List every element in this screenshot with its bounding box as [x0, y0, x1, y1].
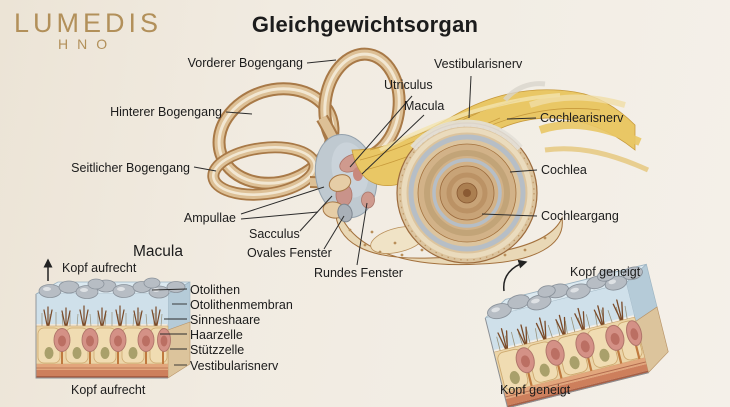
leader-vestibularisnerv	[468, 75, 472, 119]
leader-vorderer-bogengang	[306, 59, 337, 64]
ampulla-bulb	[328, 174, 352, 192]
cochlear-nerve-wisps	[503, 81, 650, 173]
leader-seitlicher-bogengang	[193, 166, 217, 172]
label-stuetzzelle: Stützzelle	[190, 343, 245, 357]
label-kopf-aufrecht-arrow: Kopf aufrecht	[62, 261, 137, 275]
label-haarzelle: Haarzelle	[190, 328, 243, 342]
label-cochlea: Cochlea	[541, 163, 587, 177]
label-seitlicher-bogengang: Seitlicher Bogengang	[71, 161, 190, 175]
leader-cochleargang	[481, 213, 538, 217]
label-vestibularisnerv: Vestibularisnerv	[434, 57, 523, 71]
label-cochlearisnerv: Cochlearisnerv	[540, 111, 624, 125]
label-sinneshaare: Sinneshaare	[190, 313, 261, 327]
leader-rundes-fenster	[356, 202, 368, 266]
label-rundes-fenster: Rundes Fenster	[314, 266, 403, 280]
macula-box-upright	[35, 277, 191, 380]
head-tilted-arrow-icon	[503, 259, 528, 292]
leader-ampullae-2	[240, 211, 319, 220]
label-ovales-fenster: Ovales Fenster	[247, 246, 332, 260]
leader-macula	[361, 114, 425, 175]
label-otolithen: Otolithen	[190, 283, 241, 297]
logo-brand: LUMEDIS	[14, 8, 163, 38]
label-vestibularisnerv-layer: Vestibularisnerv	[190, 359, 279, 373]
label-ampullae: Ampullae	[183, 211, 236, 225]
label-macula: Macula	[404, 99, 445, 113]
label-kopf-geneigt-arrow: Kopf geneigt	[570, 265, 641, 279]
label-sacculus: Sacculus	[249, 227, 300, 241]
label-otolithenmembran: Otolithenmembran	[190, 298, 293, 312]
leader-ampullae-1	[240, 186, 325, 215]
logo-dept: HNO	[58, 36, 117, 52]
leader-cochlearisnerv	[506, 117, 537, 120]
label-vorderer-bogengang: Vorderer Bogengang	[187, 56, 303, 70]
cochlea-spiral	[396, 119, 538, 264]
label-cochleargang: Cochleargang	[541, 209, 619, 223]
label-utriculus: Utriculus	[384, 78, 433, 92]
leader-cochlea	[509, 169, 538, 173]
layer-leader-lines	[151, 288, 188, 366]
leader-utriculus	[349, 95, 413, 168]
lumedis-logo: LUMEDIS HNO	[14, 8, 162, 52]
leader-ovales-fenster	[323, 215, 345, 250]
round-window-shape	[361, 191, 375, 209]
label-hinterer-bogengang: Hinterer Bogengang	[110, 105, 222, 119]
caption-kopf-aufrecht: Kopf aufrecht	[71, 383, 146, 397]
macula-inset-heading: Macula	[133, 243, 183, 260]
leader-lines	[193, 59, 538, 266]
oval-window-shape	[337, 203, 353, 223]
caption-kopf-geneigt: Kopf geneigt	[500, 383, 571, 397]
leader-hinterer-bogengang	[225, 111, 253, 115]
leader-sacculus	[299, 195, 333, 232]
page-title: Gleichgewichtsorgan	[251, 12, 479, 37]
